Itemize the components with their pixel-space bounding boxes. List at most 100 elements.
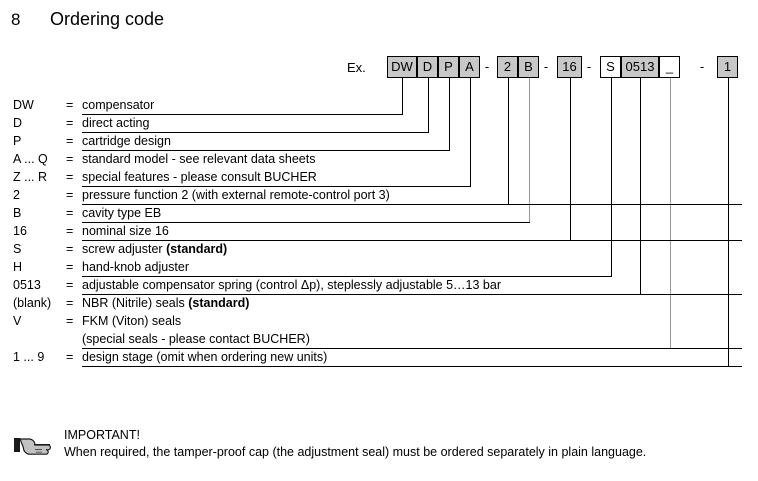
legend-code: D (13, 116, 23, 130)
legend-description: (special seals - please contact BUCHER) (82, 332, 310, 346)
legend-underline (82, 114, 403, 115)
code-box-a: A (459, 56, 480, 78)
legend-row: S = screw adjuster (standard) (0, 242, 758, 260)
legend-row: 0513 = adjustable compensator spring (cont… (0, 278, 758, 296)
legend-row: (special seals - please contact BUCHER) (0, 332, 758, 350)
code-box-blank: _ (659, 56, 680, 78)
code-box-b: B (518, 56, 539, 78)
leader-line-vertical (508, 78, 509, 204)
legend-underline (82, 132, 429, 133)
legend-code: 1 ... 9 (13, 350, 45, 364)
code-box-1: 1 (717, 56, 738, 78)
legend-description: cartridge design (82, 134, 171, 148)
leader-line-vertical (728, 78, 729, 366)
page-heading: 8 Ordering code (0, 4, 758, 38)
code-box-d: D (417, 56, 438, 78)
legend-row: P = cartridge design (0, 134, 758, 152)
code-box-s: S (600, 56, 621, 78)
legend-description: direct acting (82, 116, 150, 130)
legend-description: compensator (82, 98, 155, 112)
code-box-0513: 0513 (621, 56, 659, 78)
legend-code: A ... Q (13, 152, 48, 166)
legend-description: design stage (omit when ordering new uni… (82, 350, 328, 364)
legend-equals: = (66, 206, 74, 220)
leader-line-vertical (529, 78, 530, 222)
legend-equals: = (66, 152, 74, 166)
legend-code: Z ... R (13, 170, 48, 184)
legend-underline (82, 348, 742, 349)
legend-equals: = (66, 134, 74, 148)
legend-code: (blank) (13, 296, 52, 310)
code-box-16: 16 (557, 56, 582, 78)
legend-equals: = (66, 260, 74, 274)
legend-row: 1 ... 9=design stage (omit when ordering… (0, 350, 758, 368)
legend-description: nominal size 16 (82, 224, 169, 238)
legend-underline (82, 186, 471, 187)
legend-code: 16 (13, 224, 27, 238)
pointing-hand-icon (14, 434, 54, 456)
legend-code: P (13, 134, 22, 148)
legend-row: A ... Q = standard model - see relevant da… (0, 152, 758, 170)
legend-equals: = (66, 116, 74, 130)
legend-description: adjustable compensator spring (control Δ… (82, 278, 501, 292)
section-number: 8 (11, 10, 21, 29)
legend-row: Z ... R=special features - please consul… (0, 170, 758, 188)
legend-code: 2 (13, 188, 20, 202)
code-separator: - (586, 59, 592, 74)
leader-line-vertical (570, 78, 571, 240)
legend-equals: = (66, 98, 74, 112)
legend-code: B (13, 206, 22, 220)
legend-underline (82, 150, 450, 151)
code-box-p: P (438, 56, 459, 78)
legend-description: pressure function 2 (with external remot… (82, 188, 390, 202)
code-box-dw: DW (387, 56, 417, 78)
note-title: IMPORTANT! (64, 428, 140, 442)
legend-row: (blank) = NBR (Nitrile) seals (standard) (0, 296, 758, 314)
note-text: When required, the tamper-proof cap (the… (64, 445, 647, 459)
code-separator: - (699, 59, 705, 74)
legend-description: NBR (Nitrile) seals (standard) (82, 296, 250, 310)
legend-equals: = (66, 296, 74, 310)
code-box-2: 2 (497, 56, 518, 78)
legend-description: hand-knob adjuster (82, 260, 190, 274)
legend-underline (82, 240, 742, 241)
legend-underline (82, 204, 742, 205)
legend-code: V (13, 314, 22, 328)
code-separator: - (543, 59, 549, 74)
legend-equals: = (66, 224, 74, 238)
legend-underline (82, 294, 742, 295)
example-label: Ex. (347, 60, 366, 75)
legend-equals: = (66, 278, 74, 292)
leader-line-vertical (402, 78, 403, 114)
leader-line-vertical (640, 78, 641, 294)
legend-equals: = (66, 242, 74, 256)
legend-equals: = (66, 170, 74, 184)
legend-code: 0513 (13, 278, 41, 292)
code-separator: - (484, 59, 490, 74)
legend-code: DW (13, 98, 34, 112)
legend-description: standard model - see relevant data sheet… (82, 152, 316, 166)
legend-description: screw adjuster (standard) (82, 242, 228, 256)
legend-row: 16 = nominal size 16 (0, 224, 758, 242)
legend-code: S (13, 242, 22, 256)
legend-row: H = hand-knob adjuster (0, 260, 758, 278)
leader-line-vertical (611, 78, 612, 276)
legend-description: FKM (Viton) seals (82, 314, 182, 328)
legend-row: DW = compensator (0, 98, 758, 116)
legend-underline (82, 222, 530, 223)
leader-line-vertical (428, 78, 429, 132)
leader-line-vertical (470, 78, 471, 186)
legend-underline (82, 276, 612, 277)
legend-underline (82, 366, 742, 367)
legend-code: H (13, 260, 23, 274)
legend-equals: = (66, 314, 74, 328)
leader-line-vertical (670, 78, 671, 348)
legend-row: 2 = pressure function 2 (with external rem… (0, 188, 758, 206)
legend-row: D = direct acting (0, 116, 758, 134)
legend-description: cavity type EB (82, 206, 162, 220)
legend-row: B = cavity type EB (0, 206, 758, 224)
legend-equals: = (66, 188, 74, 202)
legend-row: V = FKM (Viton) seals (0, 314, 758, 332)
